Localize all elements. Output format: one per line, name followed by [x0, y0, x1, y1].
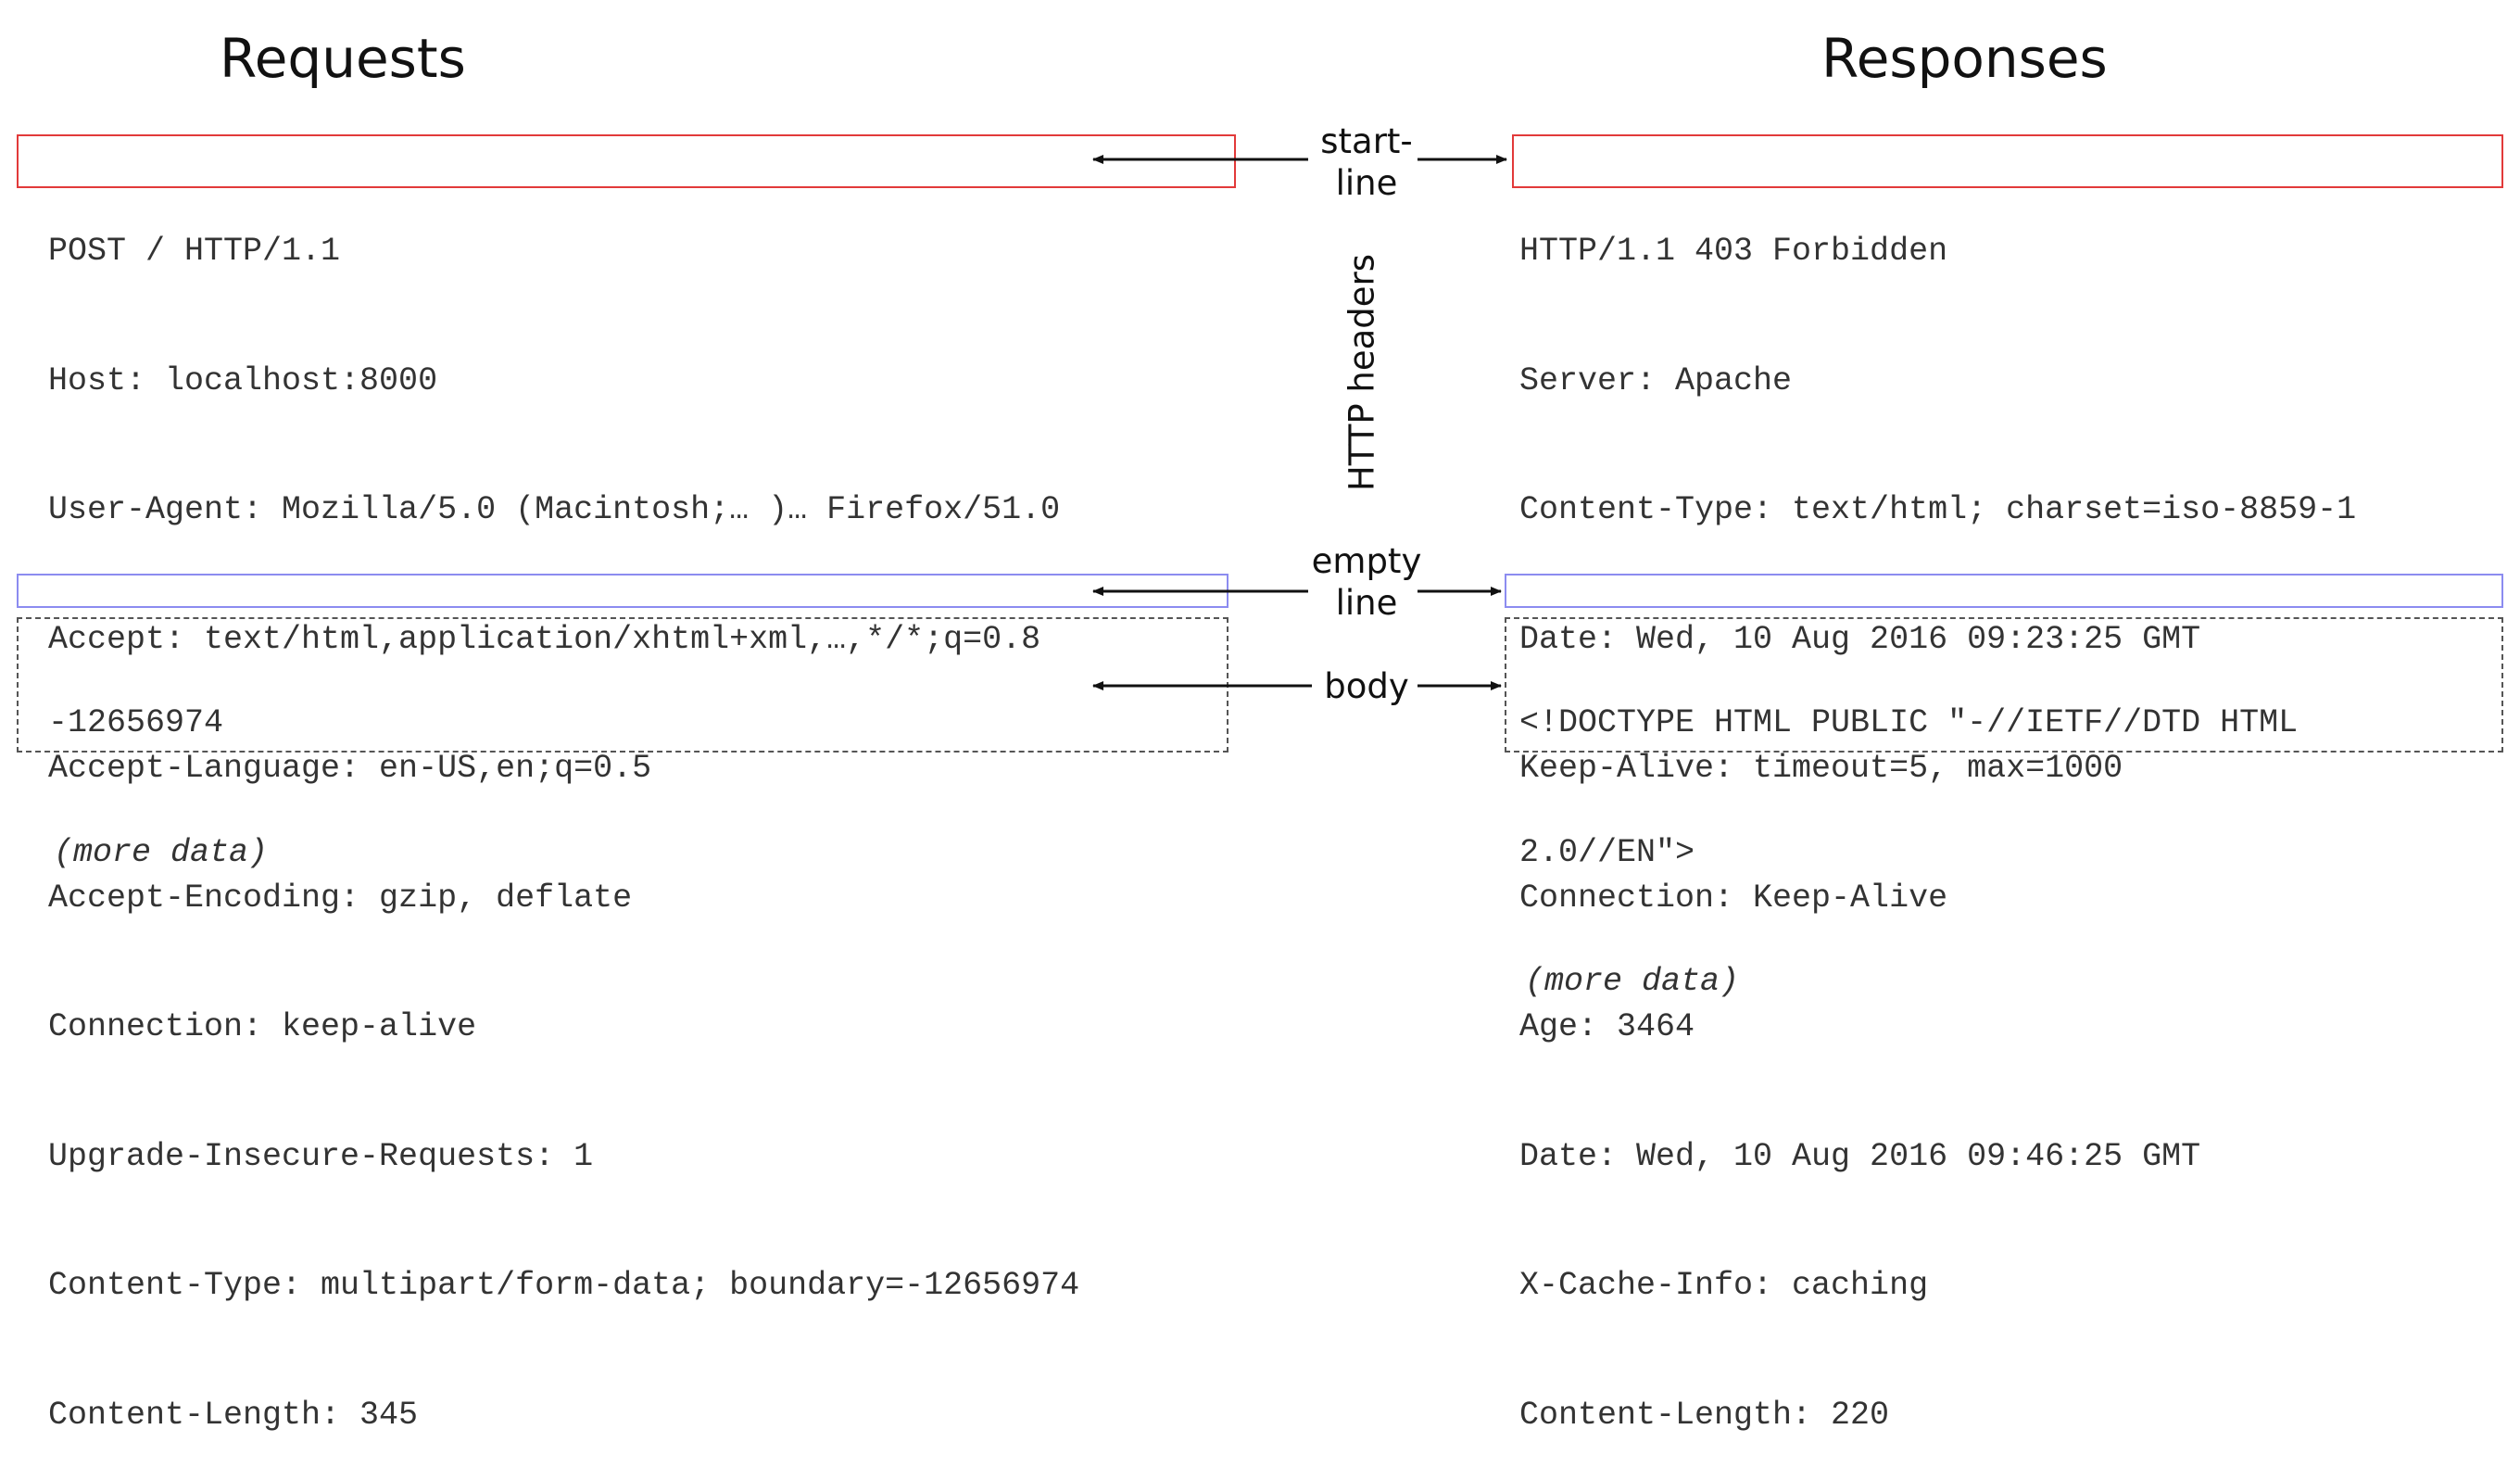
request-header-line: Content-Type: multipart/form-data; bound… — [48, 1267, 1080, 1304]
connector-arrows — [1092, 155, 1507, 690]
requests-title: Requests — [220, 27, 466, 90]
request-header-line: Accept: text/html,application/xhtml+xml,… — [48, 620, 1041, 658]
responses-title: Responses — [1821, 27, 2108, 90]
response-start-line-box — [1512, 134, 2503, 188]
response-header-line: Content-Type: text/html; charset=iso-885… — [1519, 491, 2357, 528]
response-more-data: (more data) — [1525, 963, 1740, 1000]
request-header-line: Connection: keep-alive — [48, 1008, 477, 1045]
request-start-line: POST / HTTP/1.1 — [48, 233, 341, 270]
body-label: body — [1324, 666, 1409, 706]
request-header-line: User-Agent: Mozilla/5.0 (Macintosh;… )… … — [48, 491, 1061, 528]
request-start-line-box — [17, 134, 1236, 188]
empty-line-label: empty line — [1302, 540, 1431, 624]
response-body-box — [1505, 617, 2503, 753]
request-more-data: (more data) — [54, 833, 269, 871]
response-start-line: HTTP/1.1 403 Forbidden — [1519, 233, 1948, 270]
request-header-line: Content-Length: 345 — [48, 1396, 419, 1434]
empty-line-label-line: empty — [1311, 541, 1422, 581]
response-header-line: Date: Wed, 10 Aug 2016 09:23:25 GMT — [1519, 620, 2201, 658]
response-body-line: 2.0//EN"> — [1519, 833, 1695, 871]
response-empty-line-box — [1505, 574, 2503, 608]
empty-line-label-line: line — [1335, 583, 1398, 623]
response-header-line: Date: Wed, 10 Aug 2016 09:46:25 GMT — [1519, 1137, 2201, 1175]
start-line-label: start- line — [1306, 120, 1427, 204]
request-header-line: Host: localhost:8000 — [48, 361, 438, 399]
start-line-label-line: line — [1335, 163, 1398, 203]
request-header-line: Upgrade-Insecure-Requests: 1 — [48, 1137, 594, 1175]
response-body-line: <!DOCTYPE HTML PUBLIC "-//IETF//DTD HTML — [1519, 704, 2299, 741]
start-line-label-line: start- — [1320, 121, 1413, 161]
request-body-line: -12656974 — [48, 704, 224, 741]
response-header-line: X-Cache-Info: caching — [1519, 1267, 1929, 1304]
response-header-line: Server: Apache — [1519, 361, 1793, 399]
response-header-line: Content-Length: 220 — [1519, 1396, 1890, 1434]
